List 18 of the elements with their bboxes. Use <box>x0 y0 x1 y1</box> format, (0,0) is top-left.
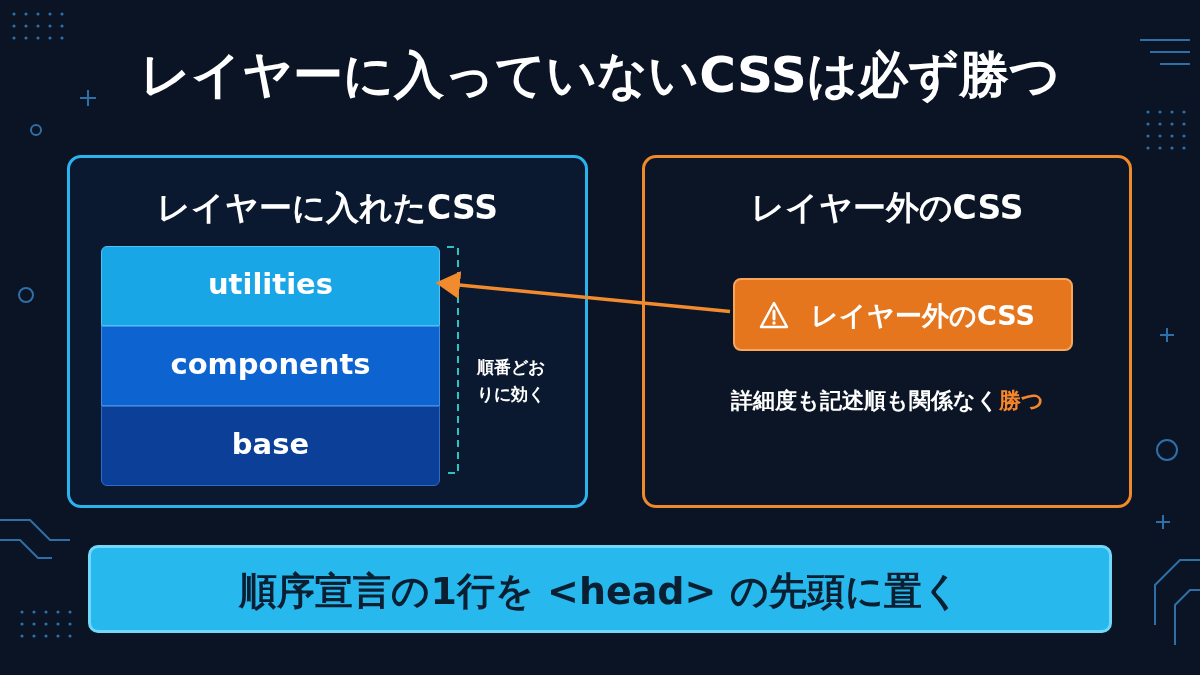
note-text: 詳細度も記述順も関係なく勝つ <box>730 387 1044 415</box>
banner-text: 順序宣言の1行を <head> の先頭に置く <box>239 568 961 615</box>
box-label: レイヤー外のCSS <box>811 299 1035 333</box>
panel-heading: レイヤー外のCSS <box>750 187 1024 229</box>
layer-row <box>101 326 440 406</box>
layer-row <box>101 406 440 486</box>
warning-box <box>733 278 1073 351</box>
arrow <box>435 271 731 314</box>
outside-panel <box>642 155 1132 508</box>
layer-name: components <box>170 347 371 381</box>
layer-row <box>101 246 440 326</box>
panel-heading: レイヤーに入れたCSS <box>157 187 498 229</box>
layer-panel <box>67 155 588 508</box>
title: レイヤーに入っていないCSSは必ず勝つ <box>140 45 1060 106</box>
layer-name: utilities <box>207 267 334 301</box>
bracket-label: 順番どおりに効く <box>476 356 546 406</box>
banner <box>88 545 1112 633</box>
layer-name: base <box>231 427 310 461</box>
